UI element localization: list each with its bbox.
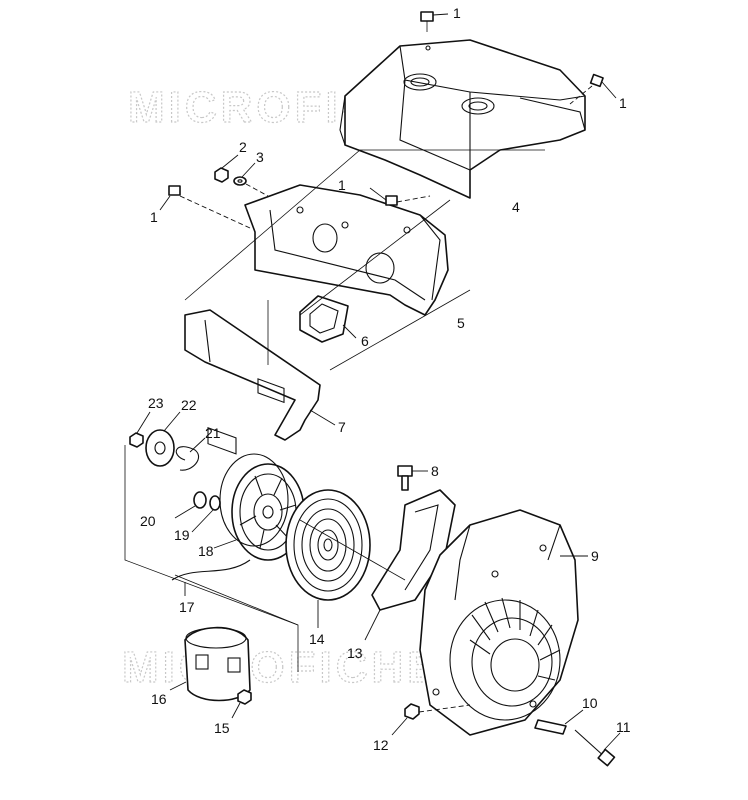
callout-1-left: 1 — [150, 209, 158, 225]
bolt-1-left — [159, 185, 251, 229]
callout-3: 3 — [256, 149, 264, 165]
callout-11: 11 — [616, 719, 631, 735]
callout-10: 10 — [582, 695, 598, 711]
part-16-cup — [169, 626, 251, 702]
part-21-clip — [175, 437, 206, 471]
callout-16: 16 — [151, 691, 167, 707]
callout-1-right: 1 — [619, 95, 627, 111]
part-9-fan-housing — [419, 509, 588, 736]
part-19-spring — [191, 495, 221, 533]
callout-13: 13 — [347, 645, 363, 661]
bolt-11 — [574, 729, 621, 767]
part-6-gasket — [299, 295, 357, 343]
callout-18: 18 — [198, 543, 214, 559]
bolt-15 — [231, 689, 252, 719]
callout-8: 8 — [431, 463, 439, 479]
part-5-panel — [244, 184, 449, 316]
callout-1-middle: 1 — [338, 177, 346, 193]
bolt-8 — [397, 465, 428, 491]
callout-15: 15 — [214, 720, 230, 736]
callout-4: 4 — [512, 199, 520, 215]
callout-2: 2 — [239, 139, 247, 155]
part-22-cap — [145, 411, 181, 467]
callout-5: 5 — [457, 315, 465, 331]
bolt-1-top — [420, 11, 449, 32]
bolt-1-middle — [369, 187, 431, 206]
callout-14: 14 — [309, 631, 325, 647]
bolt-1-right — [569, 73, 617, 105]
callout-7: 7 — [338, 419, 346, 435]
part-7-bracket — [184, 309, 336, 455]
nut-2 — [214, 154, 239, 183]
part-13-plate — [364, 489, 456, 641]
part-20-washer — [174, 491, 207, 519]
washer-3 — [233, 162, 269, 197]
callout-12: 12 — [373, 737, 389, 753]
callout-6: 6 — [361, 333, 369, 349]
callout-21: 21 — [205, 425, 221, 441]
nut-12 — [391, 703, 471, 736]
callout-9: 9 — [591, 548, 599, 564]
callout-17: 17 — [179, 599, 195, 615]
nut-23 — [129, 411, 151, 448]
callout-20: 20 — [140, 513, 156, 529]
callout-1-top: 1 — [453, 5, 461, 21]
part-4-top-shroud — [339, 39, 586, 199]
part-10-plate — [534, 709, 584, 735]
callout-22: 22 — [181, 397, 197, 413]
part-14-spring — [285, 489, 371, 628]
part-17-rope — [171, 559, 251, 596]
callout-19: 19 — [174, 527, 190, 543]
callout-23: 23 — [148, 395, 164, 411]
